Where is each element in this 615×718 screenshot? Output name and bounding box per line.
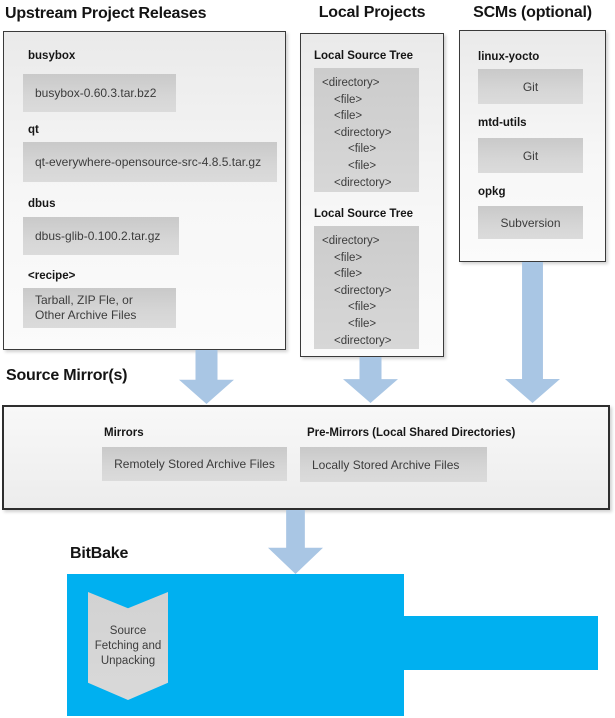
tree-line: <directory> [322, 77, 380, 89]
down-arrow-local [343, 357, 398, 403]
local-archive-box: Locally Stored Archive Files [300, 447, 487, 482]
scm-project-label: opkg [478, 186, 506, 198]
scm-type-box: Git [478, 138, 583, 173]
tarball-box: busybox-0.60.3.tar.bz2 [23, 74, 176, 112]
scms-panel: linux-yocto Git mtd-utils Git opkg Subve… [459, 30, 606, 262]
source-mirrors-title: Source Mirror(s) [6, 367, 128, 384]
scms-title: SCMs (optional) [473, 4, 592, 21]
tree-line: <file> [334, 110, 363, 123]
remote-archive-box: Remotely Stored Archive Files [102, 447, 287, 481]
tree-line: <directory> [334, 334, 392, 347]
recipe-name-label: dbus [28, 198, 56, 210]
down-arrow-scms [505, 262, 560, 403]
tarball-box: dbus-glib-0.100.2.tar.gz [23, 217, 179, 255]
archive-files-box: Tarball, ZIP Fle, or Other Archive Files [23, 288, 176, 328]
bitbake-title: BitBake [70, 545, 129, 562]
tarball-box: qt-everywhere-opensource-src-4.8.5.tar.g… [23, 142, 277, 182]
local-source-tree-label: Local Source Tree [314, 50, 414, 62]
pre-mirrors-label: Pre-Mirrors (Local Shared Directories) [307, 427, 516, 439]
tree-line: <file> [334, 93, 363, 106]
tree-line: <file> [348, 143, 377, 156]
tree-line: <file> [334, 268, 363, 281]
local-projects-title: Local Projects [318, 4, 426, 21]
source-mirrors-panel: Mirrors Remotely Stored Archive Files Pr… [2, 405, 610, 510]
local-projects-panel: Local Source Tree <directory> <file> <fi… [300, 33, 444, 357]
recipe-name-label: qt [28, 124, 39, 136]
tree-line: <directory> [334, 284, 392, 297]
tree-line: <directory> [322, 235, 380, 247]
source-fetching-label: Source Fetching and Unpacking [94, 624, 162, 667]
down-arrow-mirrors [268, 510, 323, 574]
scm-type-box: Subversion [478, 206, 583, 239]
tree-line: <directory> [334, 126, 392, 139]
scm-project-label: linux-yocto [478, 51, 540, 63]
source-tree-box: <directory> <file> <file> <directory> <f… [314, 226, 419, 349]
down-arrow-upstream [179, 350, 234, 404]
bitbake-output-tab [404, 616, 598, 670]
tree-line: <file> [334, 251, 363, 264]
upstream-title: Upstream Project Releases [5, 5, 207, 22]
source-tree-box: <directory> <file> <file> <directory> <f… [314, 68, 419, 192]
scm-type-box: Git [478, 69, 583, 104]
mirrors-label: Mirrors [104, 427, 144, 439]
recipe-name-label: busybox [28, 50, 76, 62]
upstream-releases-panel: busybox busybox-0.60.3.tar.bz2 qt qt-eve… [3, 31, 286, 350]
tree-line: <file> [348, 317, 377, 330]
source-fetching-chevron: Source Fetching and Unpacking [88, 592, 168, 700]
scm-project-label: mtd-utils [478, 117, 527, 129]
recipe-name-label: <recipe> [28, 270, 76, 282]
tree-line: <file> [348, 159, 377, 172]
local-source-tree-label: Local Source Tree [314, 208, 414, 220]
tree-line: <directory> [334, 176, 392, 189]
tree-line: <file> [348, 301, 377, 314]
